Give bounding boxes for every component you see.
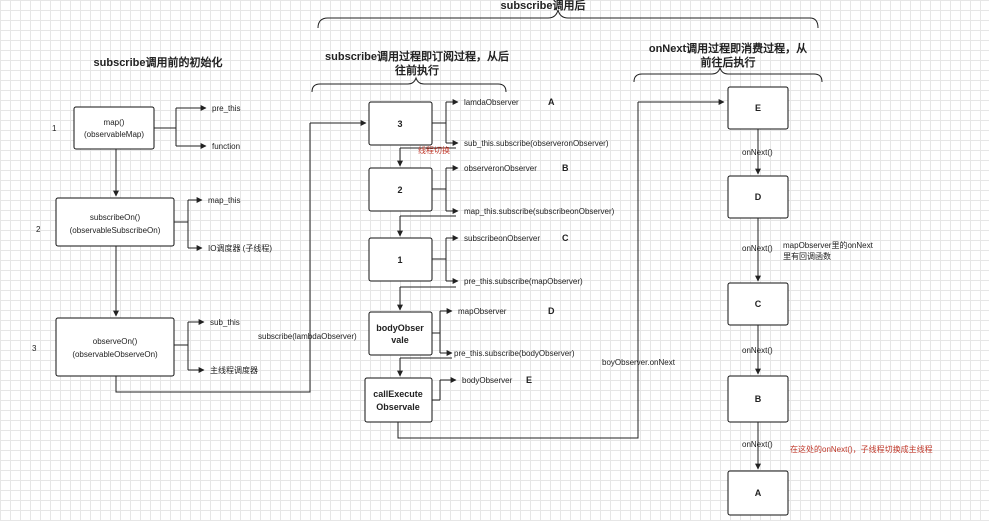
onnext-box-a — [727, 470, 789, 516]
call-execute-top: bodyObserver — [462, 376, 513, 385]
body-observable-top: mapObserver — [458, 307, 507, 316]
header-braces — [311, 9, 823, 93]
map-box-line1: map() — [104, 118, 125, 127]
subscribe-box-1-tag: C — [562, 233, 569, 243]
onnext-edge-label: onNext() — [742, 244, 773, 253]
subscribe-box-3-tag: A — [548, 97, 555, 107]
mapobserver-note-line2: 里有回调函数 — [783, 251, 831, 261]
header-init: subscribe调用前的初始化 — [94, 55, 223, 69]
subscribe-box-2-label: 2 — [397, 185, 402, 195]
onnext-edge-label: onNext() — [742, 148, 773, 157]
subscribeon-output-map-this: map_this — [208, 196, 240, 205]
onnext-edge-label: onNext() — [742, 346, 773, 355]
call-execute-line1: callExecute — [373, 389, 423, 399]
subscribe-box-2-bottom: map_this.subscribe(subscribeonObserver) — [464, 207, 615, 216]
map-output-function: function — [212, 142, 240, 151]
observeon-box — [55, 317, 175, 377]
observeon-box-line1: observeOn() — [93, 337, 138, 346]
boy-observer-onnext-label: boyObserver.onNext — [602, 358, 676, 367]
thread-switch-onnext-note: 在这处的onNext()，子线程切换成主线程 — [790, 444, 933, 454]
map-output-pre-this: pre_this — [212, 104, 240, 113]
subscribe-box-3-top: lamdaObserver — [464, 98, 519, 107]
onnext-column: E onNext() D onNext() mapObserver里的onNex… — [727, 86, 933, 516]
observeon-output-main-scheduler: 主线程调度器 — [210, 365, 258, 375]
body-observable-line1: bodyObser — [376, 323, 424, 333]
map-box-line2: (observableMap) — [84, 130, 144, 139]
onnext-edge-label: onNext() — [742, 440, 773, 449]
subscribe-box-1-bottom: pre_this.subscribe(mapObserver) — [464, 277, 583, 286]
step-number: 1 — [52, 124, 57, 133]
header-after: subscribe调用后 — [501, 0, 586, 12]
onnext-box-d-label: D — [755, 192, 762, 202]
subscribe-box-3-label: 3 — [397, 119, 402, 129]
subscribe-box-2-top: observeronObserver — [464, 164, 537, 173]
call-execute-line2: Observale — [376, 402, 420, 412]
subscribeon-output-io-scheduler: IO调度器 (子线程) — [208, 243, 272, 253]
subscribe-box-1-label: 1 — [397, 255, 402, 265]
header-onnext-line1: onNext调用过程即消费过程，从 — [649, 41, 807, 55]
header-subscribe-line1: subscribe调用过程即订阅过程，从后 — [325, 49, 509, 63]
subscribe-box-1-top: subscribeonObserver — [464, 234, 540, 243]
onnext-box-c-label: C — [755, 299, 762, 309]
subscribe-box-3-bottom: sub_this.subscribe(observeronObserver) — [464, 139, 609, 148]
thread-switch-note: 线程切换 — [418, 145, 450, 155]
subscribe-column: 3 lamdaObserver sub_this.subscribe(obser… — [364, 97, 725, 439]
observeon-box-line2: (observableObserveOn) — [72, 350, 158, 359]
onnext-box-e-label: E — [755, 103, 761, 113]
subscribeon-box — [55, 197, 175, 247]
map-box — [73, 106, 155, 150]
body-observable-line2: vale — [391, 335, 409, 345]
observeon-output-sub-this: sub_this — [210, 318, 240, 327]
call-execute-box — [364, 377, 433, 423]
header-subscribe-line2: 往前执行 — [395, 63, 439, 77]
step-number: 3 — [32, 344, 37, 353]
onnext-box-b-label: B — [755, 394, 762, 404]
body-observable-bottom: pre_this.subscribe(bodyObserver) — [454, 349, 575, 358]
body-observable-box — [368, 311, 433, 356]
subscribeon-box-line2: (observableSubscribeOn) — [70, 226, 161, 235]
header-onnext-line2: 前往后执行 — [701, 55, 756, 69]
subscribeon-box-line1: subscribeOn() — [90, 213, 141, 222]
onnext-box-a-label: A — [755, 488, 762, 498]
step-number: 2 — [36, 225, 41, 234]
subscribe-box-2-tag: B — [562, 163, 569, 173]
subscribe-lambda-label: subscribe(lambdaObserver) — [258, 332, 357, 341]
init-column: 1 2 3 map() (observableMap) pre_this fun… — [32, 104, 367, 393]
call-execute-tag: E — [526, 375, 532, 385]
mapobserver-note-line1: mapObserver里的onNext — [783, 240, 874, 250]
body-observable-tag: D — [548, 306, 555, 316]
